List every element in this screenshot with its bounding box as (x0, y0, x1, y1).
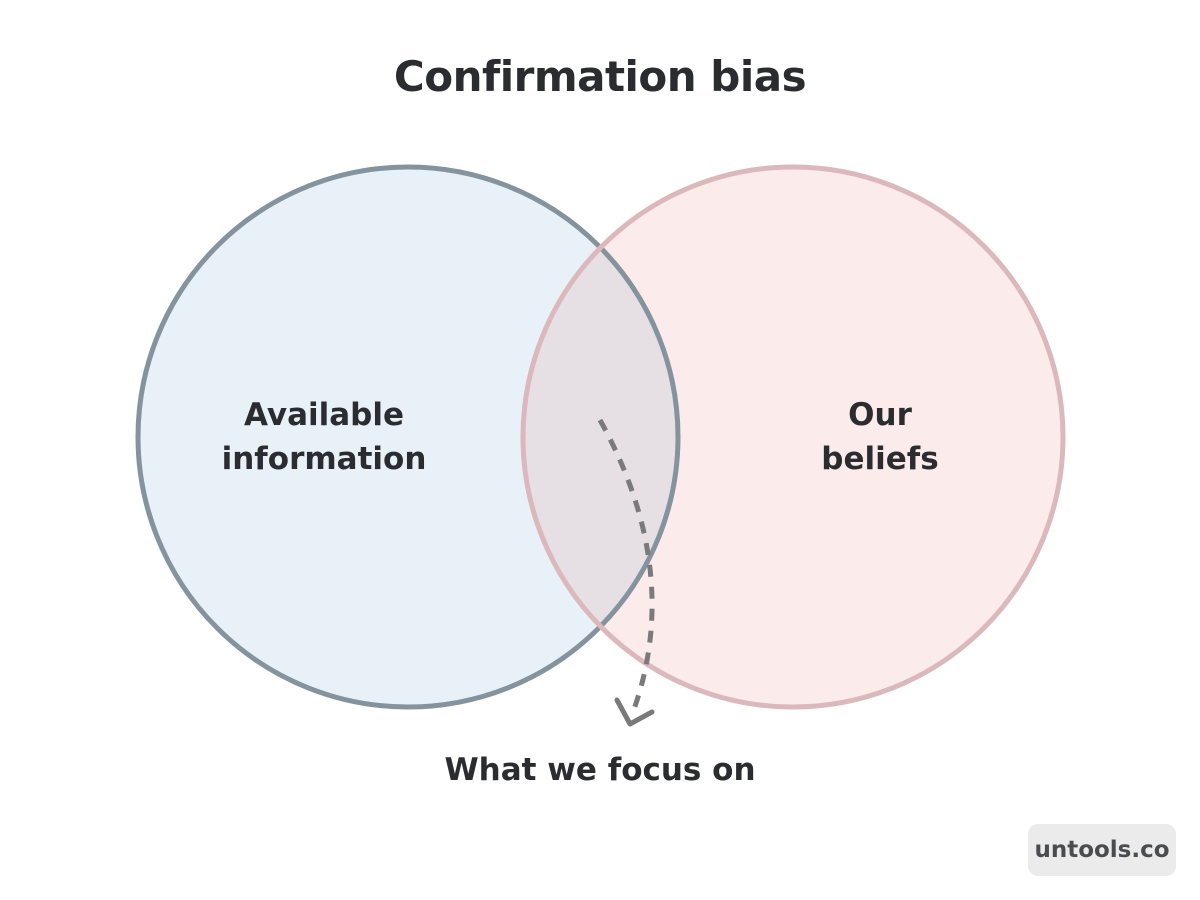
available-information-label-line-2: information (221, 441, 427, 477)
our-beliefs-circle (523, 167, 1063, 707)
available-information-circle (138, 167, 678, 707)
our-beliefs-label-line-1: Our (848, 397, 912, 433)
focus-label: What we focus on (444, 752, 756, 788)
our-beliefs-circle-outline (520, 164, 1066, 710)
available-information-label-line-1: Available (243, 397, 405, 433)
our-beliefs-label-line-2: beliefs (821, 441, 939, 477)
available-information-label: Available information (194, 393, 454, 481)
focus-arrow-head (614, 697, 655, 727)
available-information-circle-outline (135, 164, 681, 710)
brand-badge[interactable]: untools.co (1028, 824, 1176, 876)
our-beliefs-label: Our beliefs (750, 393, 1010, 481)
page-title: Confirmation bias (393, 52, 807, 101)
